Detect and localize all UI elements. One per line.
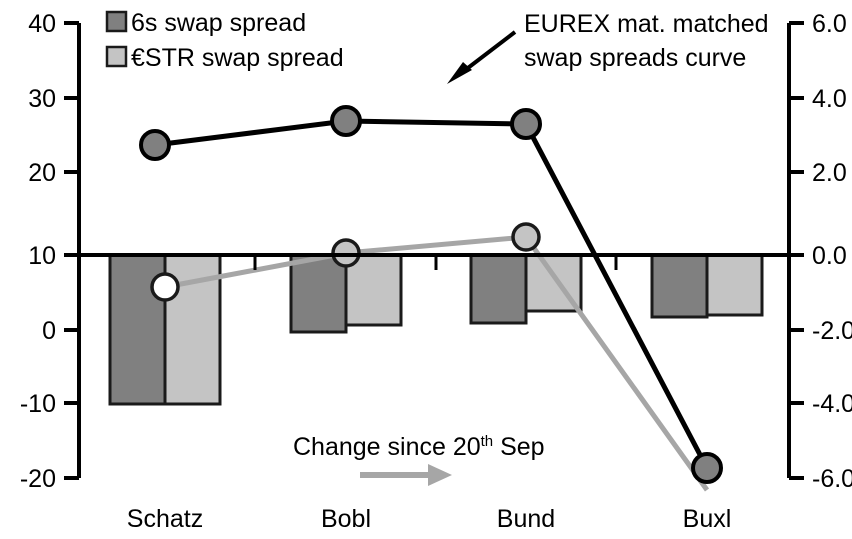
axes-group <box>64 21 804 480</box>
right-axis-labels: 6.0 4.0 2.0 0.0 -2.0 -4.0 -6.0 <box>812 10 852 493</box>
annotation-change-since: Change since 20th Sep <box>293 433 545 486</box>
legend-label-6s: 6s swap spread <box>131 9 306 37</box>
annotation-eurex-curve: EUREX mat. matched swap spreads curve <box>447 10 769 84</box>
bar-buxl-6s <box>650 253 709 319</box>
left-axis-tick-label: 10 <box>28 242 56 270</box>
right-axis-tick-label: -2.0 <box>812 317 852 345</box>
chart-legend: 6s swap spread €STR swap spread <box>105 9 344 72</box>
annotation-right-arrow-icon <box>360 464 452 486</box>
annotation-change-post: Sep <box>493 433 544 461</box>
change-since-marker-bund <box>511 222 541 252</box>
eurex-marker-buxl <box>691 452 723 484</box>
annotation-change-text: Change since 20th Sep <box>293 433 545 461</box>
right-axis-tick-label: 4.0 <box>812 85 847 113</box>
change-since-marker-schatz <box>150 272 180 302</box>
legend-swatch-estr <box>105 45 128 68</box>
eurex-marker-bobl <box>330 105 362 137</box>
category-label-buxl: Buxl <box>683 505 732 533</box>
annotation-change-sup: th <box>481 433 494 450</box>
annotation-arrow-icon <box>447 30 517 84</box>
eurex-marker-bund <box>510 108 542 140</box>
annotation-change-pre: Change since 20 <box>293 433 481 461</box>
eurex-curve-series <box>139 105 723 484</box>
left-axis-tick-label: -10 <box>20 390 56 418</box>
bar-bobl-estr <box>344 253 403 327</box>
right-axis-tick-label: -6.0 <box>812 465 852 493</box>
left-axis-tick-label: 30 <box>28 85 56 113</box>
legend-swatch-6s <box>105 10 128 33</box>
left-axis-tick-label: 20 <box>28 159 56 187</box>
right-axis-tick-label: 6.0 <box>812 10 847 38</box>
left-axis-tick-label: 40 <box>28 10 56 38</box>
category-label-bund: Bund <box>497 505 555 533</box>
annotation-eurex-line1: EUREX mat. matched <box>524 10 769 38</box>
eurex-curve-line <box>154 118 710 470</box>
bar-buxl-estr <box>705 253 764 317</box>
category-label-bobl: Bobl <box>321 505 371 533</box>
left-axis-labels: 40 30 20 10 0 -10 -20 <box>20 10 56 493</box>
category-labels: Schatz Bobl Bund Buxl <box>127 505 732 533</box>
bar-bund-6s <box>469 253 528 325</box>
annotation-eurex-line2: swap spreads curve <box>524 44 746 72</box>
right-axis-tick-label: 2.0 <box>812 159 847 187</box>
bar-bobl-6s <box>289 253 348 334</box>
left-axis-tick-label: -20 <box>20 465 56 493</box>
right-axis-tick-label: -4.0 <box>812 390 852 418</box>
left-axis-tick-label: 0 <box>42 317 56 345</box>
legend-label-estr: €STR swap spread <box>131 44 344 72</box>
eurex-marker-schatz <box>139 129 171 161</box>
category-label-schatz: Schatz <box>127 505 203 533</box>
right-axis-tick-label: 0.0 <box>812 242 847 270</box>
